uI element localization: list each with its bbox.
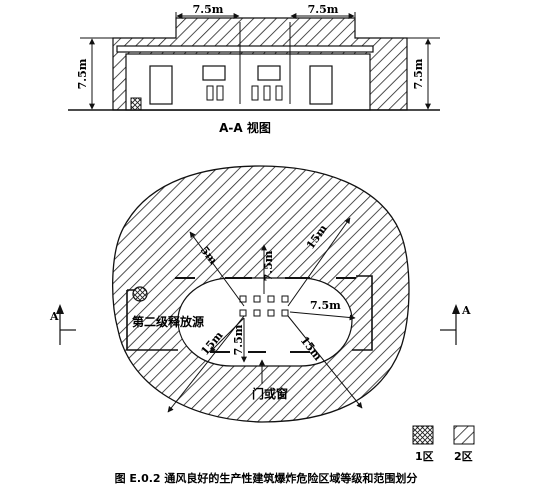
source-point: [267, 295, 275, 303]
section-view: 7.5m 7.5m 7.5m 7.5m A-A 视图: [68, 3, 440, 135]
source-point: [281, 295, 289, 303]
release-source-grid: [239, 295, 289, 317]
dim-left-height: 7.5m: [76, 58, 89, 89]
section-title: A-A 视图: [219, 120, 271, 135]
dim-horizontal-right: 7.5m: [310, 299, 341, 312]
dim-vertical-top: 7.5m: [262, 250, 275, 281]
vent-opening: [251, 85, 259, 101]
window: [309, 65, 333, 105]
building-wall-left: [126, 290, 178, 351]
window: [149, 65, 173, 105]
legend-label-zone2: 2区: [454, 450, 473, 463]
section-zone1-source: [130, 97, 142, 111]
dim-right-height: 7.5m: [412, 58, 425, 89]
window: [257, 65, 281, 81]
vent-opening: [263, 85, 271, 101]
source-point: [239, 295, 247, 303]
figure-caption: 图 E.0.2 通风良好的生产性建筑爆炸危险区域等级和范围划分: [115, 471, 418, 485]
vent-opening: [216, 85, 224, 101]
svg-text:A: A: [49, 310, 59, 323]
dim-vertical-bottom: 7.5m: [232, 324, 245, 355]
plan-zone1-source: [132, 286, 148, 302]
legend: 1区 2区: [412, 425, 475, 463]
source-point: [253, 309, 261, 317]
legend-swatch-zone2: [453, 425, 475, 445]
legend-swatch-zone1: [412, 425, 434, 445]
window: [202, 65, 226, 81]
legend-label-zone1: 1区: [415, 450, 434, 463]
source-point: [267, 309, 275, 317]
section-mark-left: A: [49, 304, 76, 345]
source-point: [253, 295, 261, 303]
dim-top-left: 7.5m: [193, 3, 224, 16]
plan-view: 5m 15m 7.5m 7.5m 15m 7.5m 15m 第二级释放源 门或窗…: [49, 165, 471, 423]
dim-top-right: 7.5m: [308, 3, 339, 16]
vent-opening: [275, 85, 283, 101]
source-point: [239, 309, 247, 317]
section-mark-right: A: [440, 304, 471, 345]
source-label: 第二级释放源: [132, 314, 204, 329]
vent-opening: [206, 85, 214, 101]
door-label: 门或窗: [252, 386, 288, 401]
svg-text:A: A: [461, 304, 471, 317]
source-point: [281, 309, 289, 317]
building-roof: [116, 45, 374, 53]
building-wall-right: [352, 275, 373, 351]
